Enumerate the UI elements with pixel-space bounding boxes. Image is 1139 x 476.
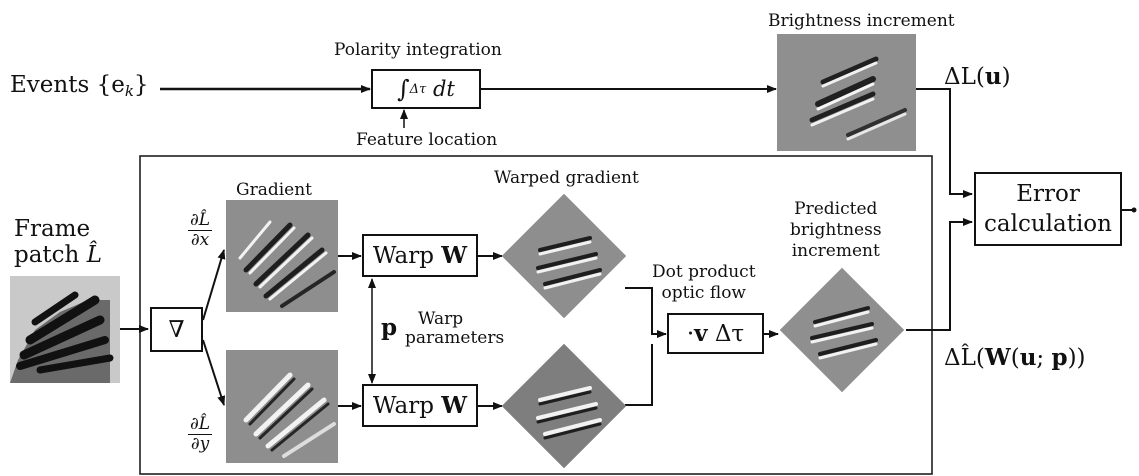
brightness-increment-image <box>777 34 916 151</box>
polarity-integration-label: Polarity integration <box>334 40 502 60</box>
frame-patch-label: Frame patch L̂ <box>14 216 102 268</box>
delta-L-hat-line <box>906 218 973 331</box>
brightness-increment-label: Brightness increment <box>768 11 955 31</box>
warped-top-to-dot <box>625 287 667 338</box>
warped-gradient-top-image <box>501 193 627 319</box>
dLdy-label: ∂L̂∂y <box>188 414 213 454</box>
events-label: Events {ek} <box>10 72 149 100</box>
frame-patch-image <box>10 276 120 383</box>
warp-parameters-label: Warp parameters <box>405 309 505 348</box>
delta-L-hat-label: ΔL̂(W(u; p)) <box>944 344 1086 371</box>
predicted-brightness-label: Predicted brightness increment <box>790 199 882 261</box>
error-calculation-box: Error calculation <box>974 172 1122 246</box>
feature-location-label: Feature location <box>356 130 498 150</box>
integration-box: ∫Δτ dt <box>371 69 481 109</box>
warped-bottom-to-dot <box>625 344 653 406</box>
dLdx-label: ∂L̂∂x <box>188 210 213 250</box>
delta-L-label: ΔL(u) <box>944 63 1011 90</box>
nabla-box: ∇ <box>150 307 203 352</box>
dot-product-label: Dot product optic flow <box>652 262 756 303</box>
warp-box-bottom: Warp W <box>362 384 478 427</box>
dot-product-box: ·v Δτ <box>667 313 764 354</box>
gradient-label: Gradient <box>236 180 313 200</box>
p-label: p <box>381 314 398 341</box>
warp-box-top: Warp W <box>362 234 478 277</box>
frame-enclosure <box>139 155 933 475</box>
delta-L-line <box>916 88 973 198</box>
warped-gradient-bottom-image <box>501 343 627 469</box>
predicted-brightness-image <box>779 267 905 393</box>
gradient-y-image <box>226 350 338 463</box>
nabla-to-dx-arrow <box>202 249 226 321</box>
nabla-to-dy-arrow <box>202 339 226 406</box>
error-output-dot <box>1131 207 1137 213</box>
warped-gradient-label: Warped gradient <box>494 168 639 188</box>
gradient-x-image <box>226 200 338 312</box>
